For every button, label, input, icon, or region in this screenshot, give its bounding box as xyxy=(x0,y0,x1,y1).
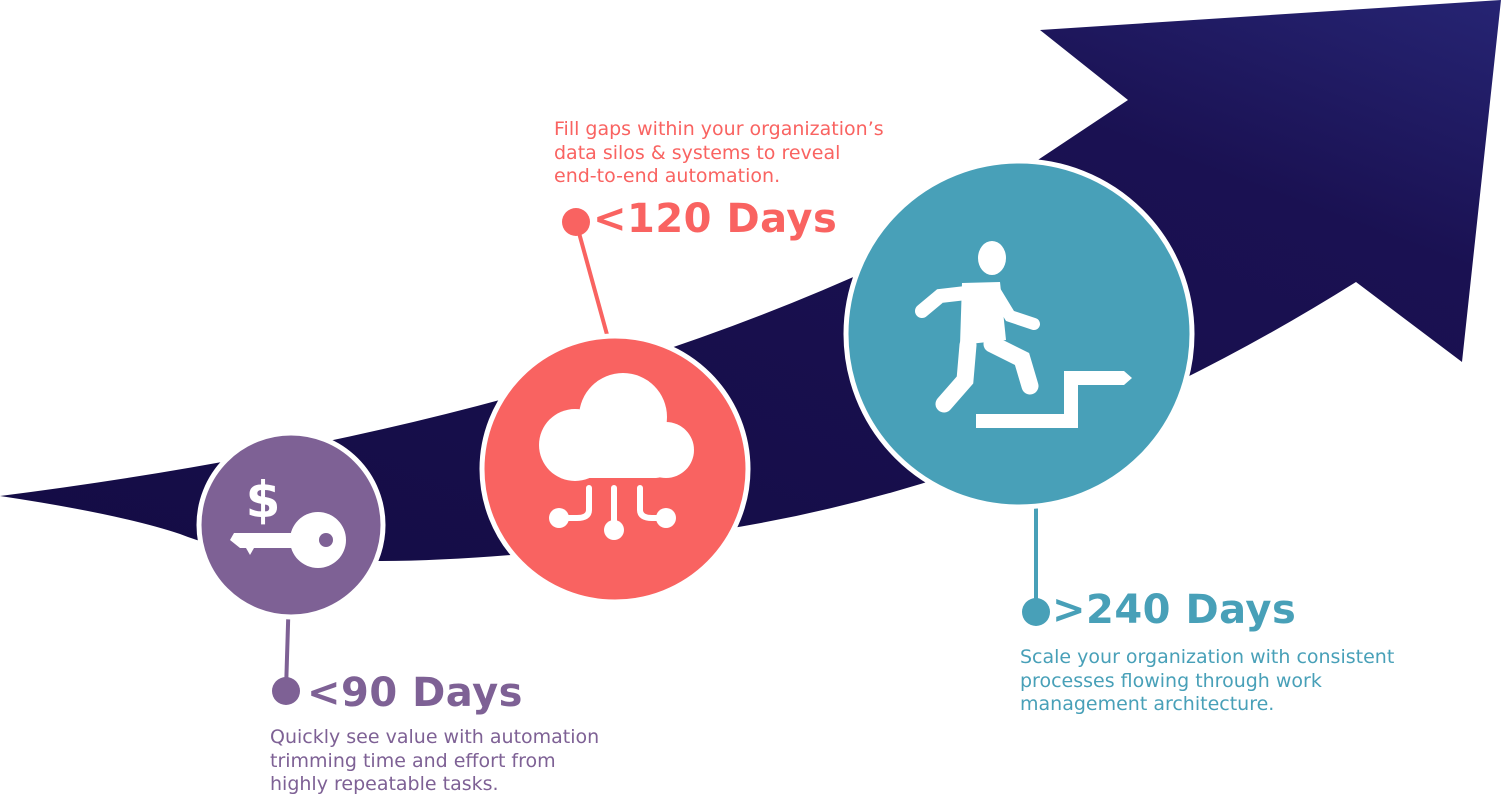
stage-90-description: Quickly see value with automation trimmi… xyxy=(270,726,599,797)
stage-90-description-line: highly repeatable tasks. xyxy=(270,773,499,795)
stage-240-description-line: processes flowing through work xyxy=(1020,669,1322,692)
dollar-key-icon: $ xyxy=(230,471,346,568)
stage-90-description-line: Quickly see value with automation xyxy=(270,726,600,748)
growth-arrow xyxy=(0,0,1501,562)
stage-240-days-label: >240 Days xyxy=(1052,587,1297,633)
stage-90-circle xyxy=(196,430,386,620)
stage-90-description-line: trimming time and effort from xyxy=(270,749,556,772)
stage-120-days-label: <120 Days xyxy=(593,196,838,242)
marker-120 xyxy=(562,208,590,236)
stage-90-days-label: <90 Days xyxy=(307,670,523,716)
cloud-network-icon xyxy=(539,373,694,540)
stage-240-description-line: Scale your organization with consistent xyxy=(1020,646,1395,668)
stage-240-description-line: management architecture. xyxy=(1020,693,1275,715)
stage-120-description-line: data silos & systems to reveal xyxy=(554,141,841,164)
svg-text:$: $ xyxy=(246,471,281,529)
stage-240-description: Scale your organization with consistent … xyxy=(1020,646,1394,717)
stage-240-circle xyxy=(843,158,1195,510)
stage-120-description: Fill gaps within your organization’s dat… xyxy=(554,118,884,189)
stage-120-description-line: Fill gaps within your organization’s xyxy=(554,118,884,140)
marker-240 xyxy=(1022,598,1050,626)
marker-90 xyxy=(272,677,300,705)
stage-120-description-line: end-to-end automation. xyxy=(554,165,781,187)
person-climbing-stairs-icon xyxy=(915,241,1132,428)
